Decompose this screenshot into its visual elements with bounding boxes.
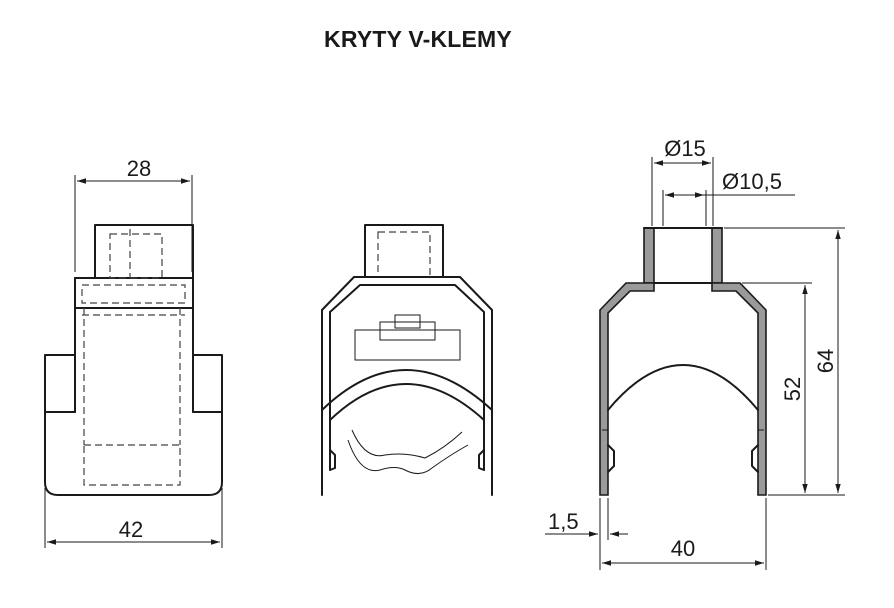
neck-wall-right	[711, 227, 723, 284]
shell-wall-right	[711, 282, 767, 496]
front-body	[44, 277, 223, 496]
dim-label-1-5: 1,5	[548, 509, 579, 534]
dim-label-d105: Ø10,5	[722, 169, 782, 194]
middle-top-cap	[364, 224, 444, 278]
section-view	[599, 227, 767, 496]
dim-label-40: 40	[671, 536, 695, 561]
dim-52: 52	[742, 282, 812, 496]
dim-label-52: 52	[780, 377, 805, 401]
page-title: KRYTY V-KLEMY	[324, 26, 512, 52]
dim-label-64: 64	[813, 349, 838, 373]
front-view	[44, 224, 223, 496]
dim-label-42: 42	[119, 517, 143, 542]
dim-40: 40	[602, 498, 767, 570]
neck-wall-left	[643, 227, 655, 284]
dim-42: 42	[44, 488, 223, 548]
dim-1-5: 1,5	[545, 498, 628, 570]
dim-64: 64	[724, 227, 845, 496]
shell-wall-left	[599, 282, 655, 496]
dim-label-28: 28	[127, 156, 151, 181]
middle-view	[321, 224, 493, 496]
dim-d105: Ø10,5	[662, 169, 795, 226]
dim-d15: Ø15	[651, 136, 714, 226]
dim-label-d15: Ø15	[664, 136, 706, 161]
dim-28: 28	[74, 156, 193, 272]
